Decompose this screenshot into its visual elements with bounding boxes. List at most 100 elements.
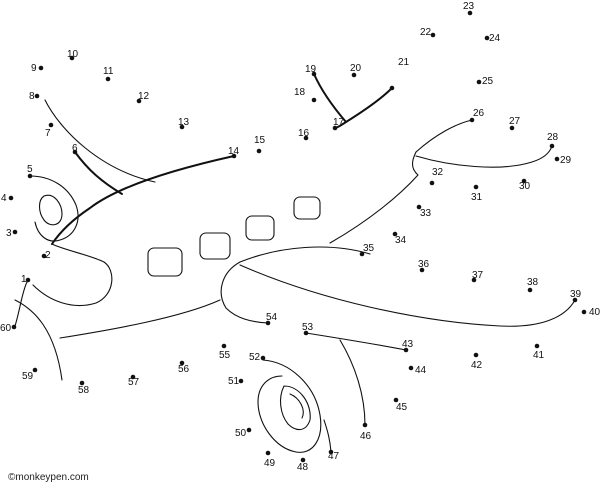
dot-marker [534, 343, 540, 349]
dot-3: 3 [6, 228, 18, 239]
dot-number-label: 7 [45, 128, 51, 139]
dot-number-label: 36 [418, 259, 430, 270]
dot-38: 38 [527, 277, 539, 293]
dot-60: 60 [0, 323, 17, 334]
dot-marker [476, 79, 482, 85]
dot-42: 42 [471, 352, 483, 371]
window-3 [245, 215, 275, 241]
strut [305, 332, 407, 351]
dot-35: 35 [359, 243, 375, 257]
dot-marker [246, 427, 252, 433]
dot-number-label: 59 [22, 371, 34, 382]
dot-number-label: 8 [29, 91, 35, 102]
dot-marker [403, 347, 409, 353]
dot-59: 59 [22, 367, 38, 382]
dot-number-label: 49 [264, 458, 276, 469]
dot-number-label: 48 [297, 462, 309, 473]
dot-number-label: 27 [509, 116, 521, 127]
dot-marker [179, 124, 185, 130]
dot-marker [256, 148, 262, 154]
dot-number-label: 24 [489, 33, 501, 44]
dot-29: 29 [554, 155, 572, 166]
dot-number-label: 47 [328, 451, 340, 462]
dot-55: 55 [219, 343, 231, 361]
dot-marker [473, 352, 479, 358]
dot-41: 41 [533, 343, 545, 361]
dot-marker [416, 204, 422, 210]
dot-23: 23 [463, 1, 475, 16]
dot-marker [351, 72, 357, 78]
dot-marker [8, 195, 14, 201]
dot-marker [130, 374, 136, 380]
dot-31: 31 [471, 184, 483, 203]
stabilizer-right [345, 87, 393, 123]
dot-number-label: 12 [138, 91, 150, 102]
dot-number-label: 6 [72, 143, 78, 154]
nose-lower [14, 299, 63, 381]
dot-marker [72, 149, 78, 155]
dot-number-label: 53 [302, 322, 314, 333]
dot-marker [32, 367, 38, 373]
dot-marker [408, 365, 414, 371]
dot-marker [362, 422, 368, 428]
dot-marker [136, 98, 142, 104]
cockpit-window [29, 175, 79, 242]
dot-14: 14 [228, 146, 240, 159]
dot-number-label: 17 [333, 117, 345, 128]
tail-fin [415, 145, 553, 168]
dot-marker [311, 97, 317, 103]
dot-32: 32 [429, 167, 444, 186]
passenger-windows [147, 196, 321, 277]
dot-17: 17 [332, 117, 345, 131]
dot-marker [48, 122, 54, 128]
dot-33: 33 [416, 204, 432, 219]
dot-25: 25 [476, 76, 494, 87]
tail-top [415, 119, 473, 153]
dot-number-label: 2 [45, 250, 51, 261]
dot-54: 54 [265, 312, 278, 326]
dot-number-label: 30 [519, 181, 531, 192]
dot-26: 26 [469, 108, 485, 123]
dot-34: 34 [392, 231, 407, 246]
window-2 [199, 232, 231, 260]
dot-marker [12, 229, 18, 235]
dot-12: 12 [136, 91, 150, 104]
dot-marker [521, 178, 527, 184]
dot-marker [260, 355, 266, 361]
dot-27: 27 [509, 116, 521, 131]
dot-number-label: 54 [266, 312, 278, 323]
wheel-outer [257, 359, 322, 453]
dot-marker [554, 156, 560, 162]
wheel-inner [279, 385, 311, 431]
upper-body-tail [329, 151, 419, 244]
dot-47: 47 [328, 449, 340, 462]
window-1 [147, 247, 183, 277]
dot-marker [393, 397, 399, 403]
dot-number-label: 51 [228, 376, 240, 387]
dot-20: 20 [350, 63, 362, 78]
dot-number-label: 37 [472, 270, 484, 281]
dot-number-label: 39 [570, 289, 582, 300]
dot-number-label: 15 [254, 135, 266, 146]
dot-number-label: 11 [103, 66, 114, 77]
dot-13: 13 [178, 117, 190, 130]
dot-marker [34, 93, 40, 99]
dot-number-label: 40 [589, 307, 600, 318]
dot-45: 45 [393, 397, 408, 413]
dot-marker [581, 309, 587, 315]
dot-number-label: 3 [6, 228, 12, 239]
dot-number-label: 21 [398, 57, 410, 68]
windshield-line [74, 151, 123, 195]
dot-36: 36 [418, 259, 430, 273]
dot-number-label: 16 [298, 128, 310, 139]
dot-number-label: 46 [360, 431, 372, 442]
dot-5: 5 [27, 164, 33, 179]
dot-number-label: 23 [463, 1, 475, 12]
dot-marker [328, 449, 334, 455]
dot-number-label: 22 [420, 27, 432, 38]
dot-46: 46 [360, 422, 372, 442]
dot-number-label: 57 [128, 377, 140, 388]
dot-30: 30 [519, 178, 531, 192]
dot-53: 53 [302, 322, 314, 336]
dot-number-label: 50 [235, 428, 247, 439]
